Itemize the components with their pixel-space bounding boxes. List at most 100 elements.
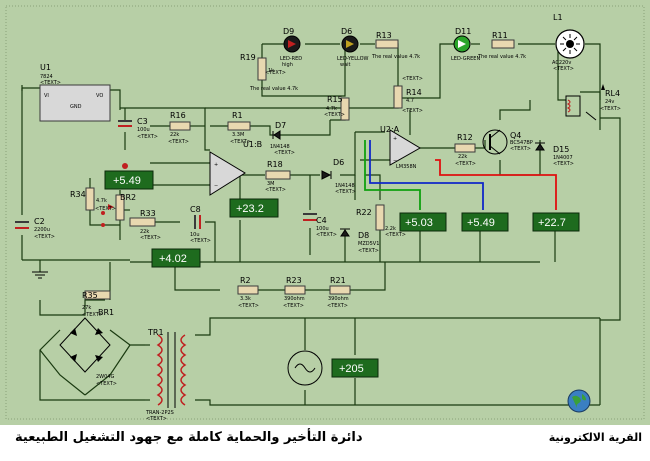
svg-text:The real value 4.7k: The real value 4.7k [371, 54, 420, 60]
caption-title: دائرة التأخير والحماية كاملة مع جهود الت… [15, 430, 363, 445]
label-d8: D8 [358, 231, 369, 240]
label-r15: R15 [327, 95, 343, 104]
svg-text:<TEXT>: <TEXT> [316, 232, 337, 238]
voltmeter-3: +4.02 [151, 248, 201, 268]
text-tags: <TEXT> <TEXT> <TEXT> <TEXT> <TEXT> <TEXT… [34, 66, 621, 422]
u1-label: U1 [40, 63, 51, 72]
svg-text:<TEXT>: <TEXT> [600, 106, 621, 112]
svg-text:22k: 22k [170, 132, 179, 138]
label-d9: D9 [283, 27, 294, 36]
svg-text:22k: 22k [140, 229, 149, 235]
svg-text:−: − [393, 158, 397, 164]
ground-symbol [32, 271, 48, 279]
label-r14: R14 [406, 88, 422, 97]
label-u2a: U2:A [380, 125, 400, 134]
label-rl4: RL4 [605, 89, 620, 98]
regulator-u1: U1 7824 VI VO GND [39, 63, 111, 122]
svg-text:+5.49: +5.49 [113, 175, 141, 187]
bridge-br1 [59, 317, 111, 373]
label-r21: R21 [330, 276, 346, 285]
opamps: +− +− [209, 129, 421, 196]
svg-text:+: + [214, 162, 218, 168]
svg-text:The real value 4.7k: The real value 4.7k [249, 86, 298, 92]
label-r2: R2 [240, 276, 251, 285]
resistor-r23 [284, 285, 306, 295]
ac-source [287, 350, 323, 386]
svg-text:+205: +205 [339, 363, 364, 375]
svg-text:1N4148: 1N4148 [270, 144, 290, 150]
resistor-r33 [129, 217, 156, 227]
label-r18: R18 [267, 160, 283, 169]
diode-d15 [535, 143, 545, 151]
diode-d7 [273, 130, 281, 140]
opamp-u2a [389, 129, 421, 166]
svg-text:AC220v: AC220v [552, 60, 571, 66]
svg-text:24v: 24v [605, 99, 614, 105]
svg-text:+22.7: +22.7 [538, 217, 566, 229]
label-d11: D11 [455, 27, 471, 36]
resistor-r22 [375, 204, 385, 231]
svg-text:<TEXT>: <TEXT> [190, 238, 211, 244]
svg-text:<TEXT>: <TEXT> [510, 146, 531, 152]
label-c8: C8 [190, 205, 201, 214]
svg-text:<TEXT>: <TEXT> [455, 161, 476, 167]
svg-text:+23.2: +23.2 [236, 203, 264, 215]
label-r34: R34 [70, 190, 86, 199]
label-r23: R23 [286, 276, 302, 285]
svg-text:4.7k: 4.7k [96, 198, 107, 204]
wires [21, 43, 621, 406]
svg-text:<TEXT>: <TEXT> [274, 150, 295, 156]
svg-text:+4.02: +4.02 [159, 253, 187, 265]
svg-text:<TEXT>: <TEXT> [40, 80, 61, 86]
u1-type: 7824 [40, 74, 53, 80]
resistor-r34 [85, 187, 95, 211]
label-q4: Q4 [510, 131, 521, 140]
transformer-tr1 [156, 332, 187, 408]
svg-text:1k: 1k [268, 68, 274, 74]
resistor-r35 [84, 290, 111, 300]
voltmeters: +5.49 +23.2 +4.02 +5.03 +5.49 +22.7 [104, 163, 580, 378]
svg-text:<TEXT>: <TEXT> [327, 303, 348, 309]
label-d15: D15 [553, 145, 569, 154]
label-c3: C3 [137, 117, 148, 126]
svg-text:2.2k: 2.2k [385, 226, 396, 232]
svg-text:22k: 22k [458, 154, 467, 160]
label-c2: C2 [34, 217, 45, 226]
svg-text:<TEXT>: <TEXT> [137, 134, 158, 140]
label-d7: D7 [275, 121, 286, 130]
label-br1: BR1 [98, 308, 114, 317]
u1-pin-gnd: GND [70, 104, 82, 110]
svg-text:2W04G: 2W04G [96, 374, 114, 380]
resistor-r15 [340, 97, 350, 121]
svg-text:<TEXT>: <TEXT> [238, 303, 259, 309]
svg-text:<TEXT>: <TEXT> [265, 187, 286, 193]
resistor-r2 [237, 285, 259, 295]
svg-text:<TEXT>: <TEXT> [283, 303, 304, 309]
voltmeter-6: +22.7 [532, 212, 580, 232]
svg-text:10u: 10u [190, 232, 200, 238]
svg-text:TRAN-2P2S: TRAN-2P2S [145, 410, 174, 416]
label-d6-led: D6 [341, 27, 352, 36]
probe-wire-red [435, 159, 557, 210]
voltmeter-2: +23.2 [229, 198, 279, 218]
resistor-r19 [257, 57, 267, 81]
label-d6: D6 [333, 158, 344, 167]
svg-text:2200u: 2200u [34, 227, 50, 233]
svg-text:<TEXT>: <TEXT> [95, 206, 116, 212]
resistor-r13 [375, 39, 399, 49]
svg-text:<TEXT>: <TEXT> [553, 66, 574, 72]
svg-text:<TEXT>: <TEXT> [402, 76, 423, 82]
svg-text:<TEXT>: <TEXT> [34, 234, 55, 240]
probe-wire-green [364, 140, 421, 210]
svg-text:MZD5V1: MZD5V1 [358, 241, 379, 247]
svg-text:<TEXT>: <TEXT> [324, 112, 345, 118]
zener-d8 [340, 229, 350, 237]
capacitors [15, 120, 317, 229]
label-r16: R16 [170, 111, 186, 120]
resistor-r16 [169, 121, 191, 131]
resistor-r18 [265, 170, 291, 180]
svg-text:<TEXT>: <TEXT> [265, 70, 286, 76]
svg-text:100u: 100u [137, 127, 150, 133]
probe-wires [364, 140, 557, 210]
